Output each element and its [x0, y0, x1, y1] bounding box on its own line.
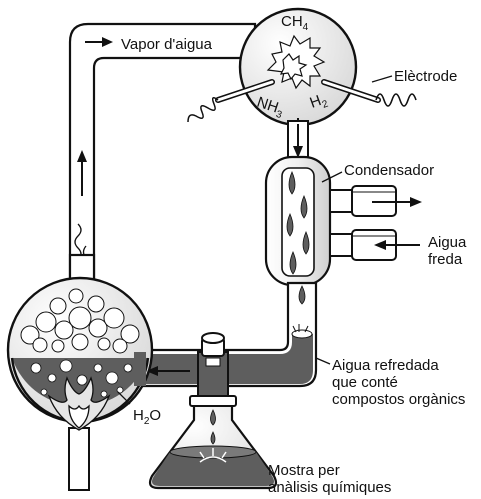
label-cooled-water-3: compostos orgànics — [332, 391, 465, 408]
label-electrode: Elèctrode — [394, 68, 457, 85]
vapor-tube — [70, 24, 255, 285]
label-h2o: H2O — [133, 407, 161, 427]
label-sample-1: Mostra per — [268, 462, 340, 479]
label-cooled-water-1: Aigua refredada — [332, 357, 439, 374]
label-vapor: Vapor d'aigua — [121, 36, 213, 53]
label-condenser: Condensador — [344, 162, 434, 179]
sample-valve — [198, 333, 228, 400]
label-sample-2: anàlisis químiques — [268, 479, 391, 496]
chamber-neck — [288, 121, 308, 161]
label-cold-water-1: Aigua — [428, 234, 467, 251]
electrode-leader — [372, 76, 392, 82]
cooled-water-leader — [316, 358, 330, 364]
label-cooled-water-2: que conté — [332, 374, 398, 391]
sample-flask — [150, 396, 276, 488]
label-cold-water-2: freda — [428, 251, 463, 268]
